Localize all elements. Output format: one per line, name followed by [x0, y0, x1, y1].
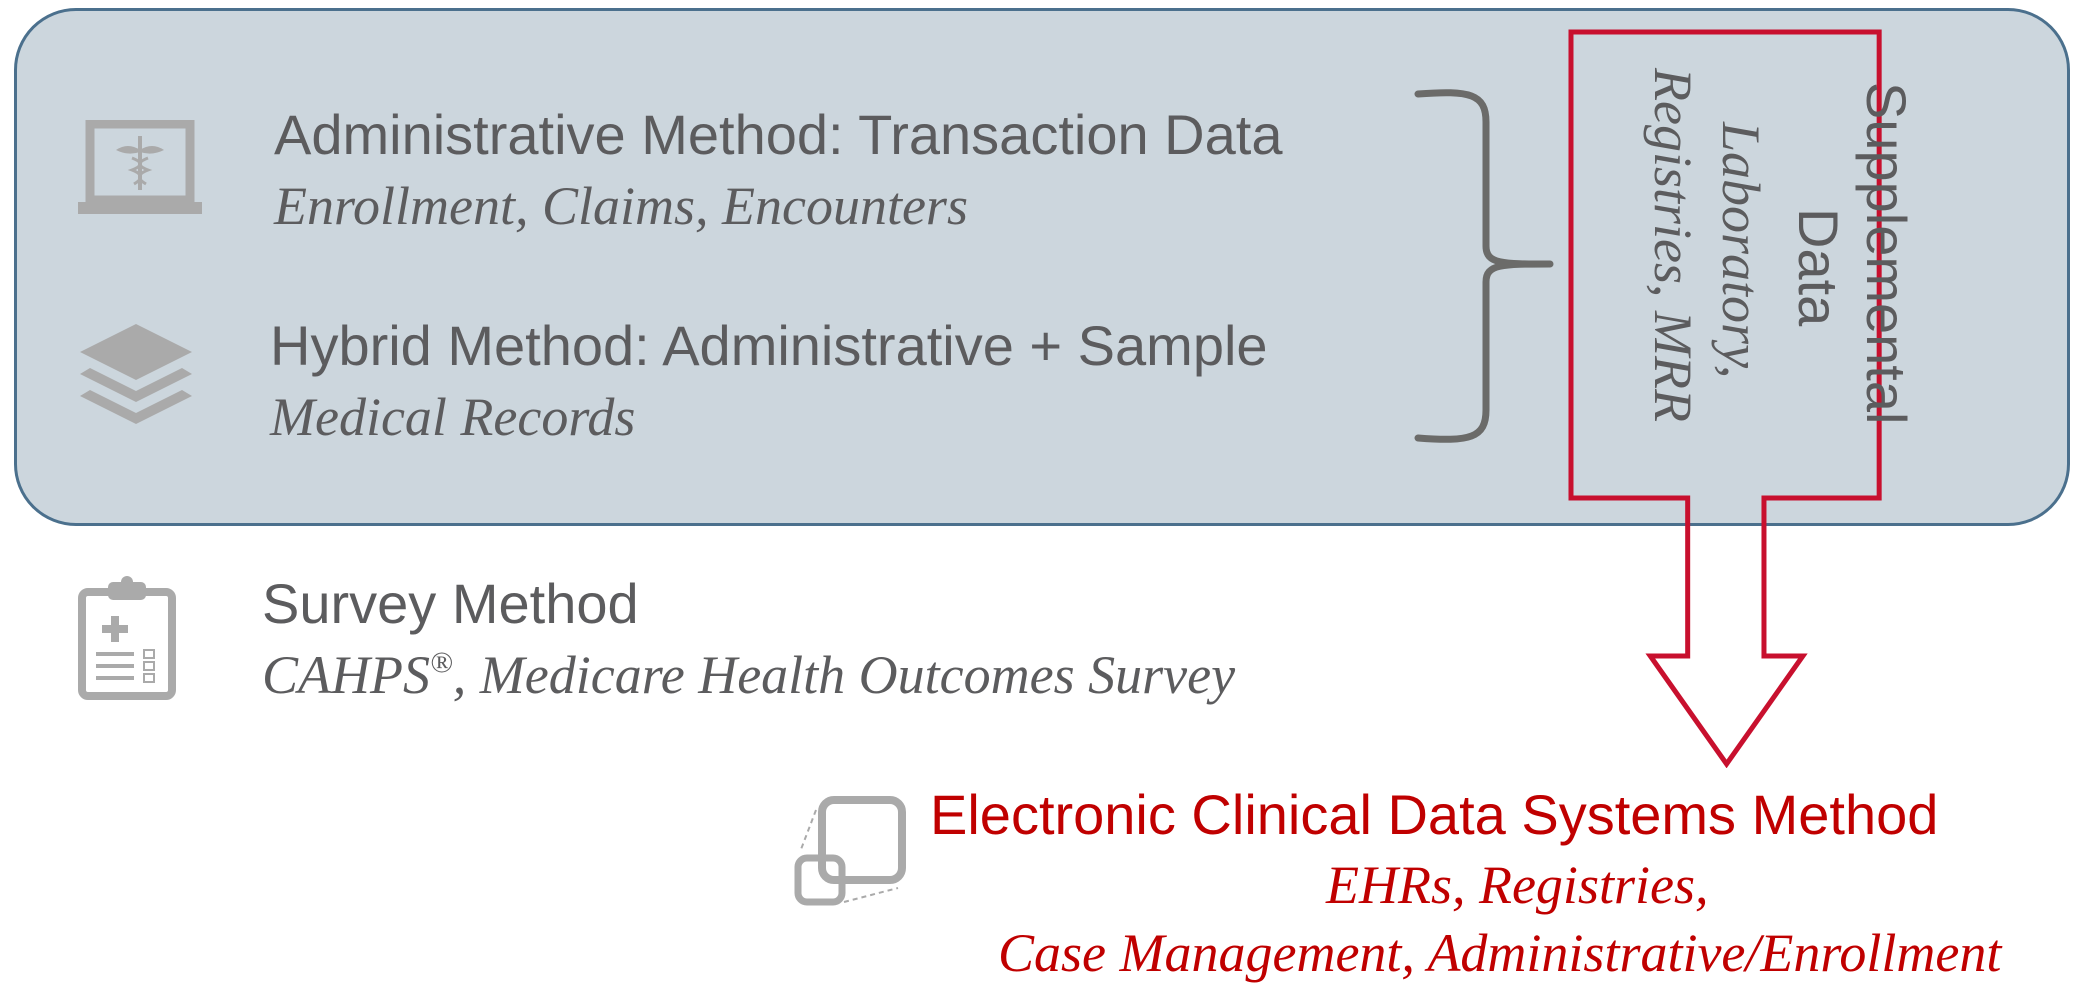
supplemental-data-sub-line2: Registries, MRR — [1643, 68, 1703, 422]
supplemental-data-title-line2: Data — [1787, 208, 1850, 327]
hybrid-method-subtitle: Medical Records — [270, 387, 636, 447]
survey-method-subtitle: CAHPS®, Medicare Health Outcomes Survey — [262, 645, 1236, 705]
layers-icon — [78, 322, 194, 434]
supplemental-data-arrow — [1568, 28, 1888, 768]
hybrid-method-title: Hybrid Method: Administrative + Sample — [270, 314, 1268, 377]
survey-subtitle-prefix: CAHPS — [262, 645, 430, 705]
ecds-method-title: Electronic Clinical Data Systems Method — [930, 783, 1939, 846]
data-methods-panel — [14, 8, 2070, 526]
survey-method-title: Survey Method — [262, 572, 639, 635]
ecds-method-sub-line1: EHRs, Registries, — [1326, 855, 1709, 915]
grouping-brace — [1414, 89, 1554, 443]
linked-squares-icon — [792, 792, 912, 914]
ecds-method-sub-line2: Case Management, Administrative/Enrollme… — [998, 923, 2002, 983]
laptop-caduceus-icon — [76, 120, 204, 220]
clipboard-icon — [78, 576, 176, 700]
administrative-method-subtitle: Enrollment, Claims, Encounters — [274, 176, 968, 236]
supplemental-data-title-line1: Supplemental — [1855, 82, 1918, 425]
survey-subtitle-rest: , Medicare Health Outcomes Survey — [452, 645, 1236, 705]
supplemental-data-sub-line1: Laboratory, — [1711, 122, 1771, 379]
registered-mark: ® — [430, 646, 453, 679]
administrative-method-title: Administrative Method: Transaction Data — [274, 103, 1283, 166]
